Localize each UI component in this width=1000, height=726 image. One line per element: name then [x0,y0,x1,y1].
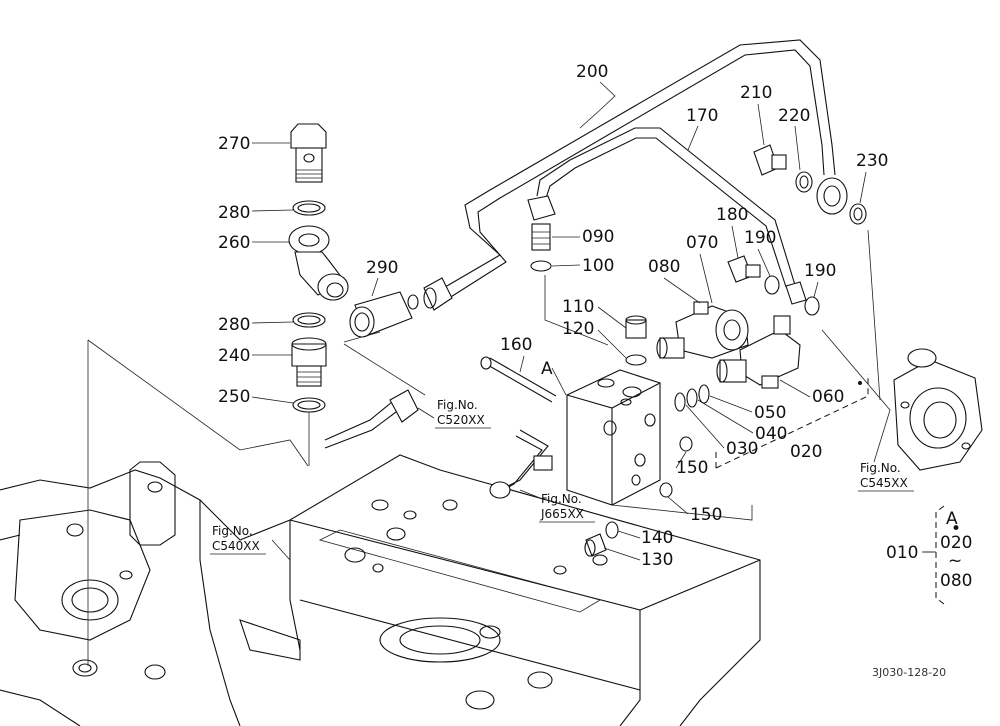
part-label-l230: 230 [856,151,888,171]
part-label-l080: 080 [648,257,680,277]
fig-ref-line2: C540XX [212,539,260,553]
pipe-170 [527,127,807,305]
fig-ref-j665: Fig.No.J665XX [539,492,595,523]
banjo-end-200 [816,177,848,215]
housing-c545 [893,348,983,471]
transmission-case [0,454,761,726]
bolt-180 [727,255,761,283]
fig-ref-line1: Fig.No. [212,524,253,538]
group-020-outline [715,374,869,469]
fitting-090 [531,223,551,251]
oring-120 [625,354,647,366]
solenoid-valve-070 [656,305,749,359]
range-from: 020 [940,533,972,553]
gasket-250 [292,397,326,413]
part-labels: 270 280 260 280 240 250 290 200 170 210 220 230 090 1… [218,62,918,570]
part-label-l180: 180 [716,205,748,225]
oring-150a [679,436,693,452]
plug-110 [625,315,647,339]
fig-ref-c545: Fig.No.C545XX [858,461,914,492]
bolt-160 [480,356,557,403]
fig-ref-line2: C545XX [860,476,908,490]
part-label-l030: 030 [726,439,758,459]
oring-150b [659,482,673,498]
part-label-l010: 010 [886,543,918,563]
gasket-190a [764,275,780,295]
elbow-fitting-290 [343,291,419,343]
part-label-l190a: 190 [744,228,776,248]
bolt-210 [753,144,787,176]
fig-ref-c520: Fig.No.C520XX [435,398,491,429]
group-A-outline [611,504,753,521]
range-text: A • 020 ~ 080 [940,509,972,591]
part-label-l150a: 150 [676,458,708,478]
part-label-l110: 110 [562,297,594,317]
part-label-l280a: 280 [218,203,250,223]
leader-lines [87,81,934,666]
part-label-l050: 050 [754,403,786,423]
range-top: A [946,509,958,529]
part-label-l120: 120 [562,319,594,339]
gasket-190b [804,296,820,316]
part-label-l250: 250 [218,387,250,407]
oring-140 [605,521,619,539]
bolt-080 [693,301,709,315]
gasket-280-upper [292,200,326,216]
range-tilde: ~ [948,551,962,571]
fig-ref-line1: Fig.No. [541,492,582,506]
banjo-elbow-260 [288,225,349,301]
part-label-l290: 290 [366,258,398,278]
part-label-l270: 270 [218,134,250,154]
gasket-220 [795,171,813,193]
solenoid-valve-060 [716,315,801,389]
orings-030-040-050 [674,384,710,412]
adapter-240 [291,337,327,387]
range-to: 080 [940,571,972,591]
part-label-l060: 060 [812,387,844,407]
fig-ref-c540: Fig.No.C540XX [210,524,266,555]
part-label-l070: 070 [686,233,718,253]
hose-j665 [489,429,553,499]
part-label-lA: A [541,359,553,379]
valve-block-A [566,369,661,506]
part-label-l190b: 190 [804,261,836,281]
part-label-l090: 090 [582,227,614,247]
part-label-l130: 130 [641,550,673,570]
range-dot: • [951,519,961,539]
banjo-bolt-270 [290,123,327,183]
pipe-200 [423,39,836,311]
part-label-l150b: 150 [690,505,722,525]
range-bracket [922,505,945,605]
fig-ref-line2: C520XX [437,413,485,427]
part-label-l210: 210 [740,83,772,103]
part-label-l020: 020 [790,442,822,462]
part-label-l160: 160 [500,335,532,355]
part-label-l240: 240 [218,346,250,366]
hose-c520 [324,389,419,449]
gasket-280-lower [292,312,326,328]
fig-ref-line1: Fig.No. [437,398,478,412]
part-label-l040: 040 [755,424,787,444]
gasket-230 [849,203,867,225]
oring-100 [530,260,552,272]
part-label-l260: 260 [218,233,250,253]
drawing-code: 3J030-128-20 [872,666,946,679]
part-label-l200: 200 [576,62,608,82]
fig-ref-line1: Fig.No. [860,461,901,475]
part-label-l100: 100 [582,256,614,276]
plug-130 [584,533,607,557]
part-label-l280b: 280 [218,315,250,335]
figure-references: Fig.No.C520XXFig.No.C545XXFig.No.J665XXF… [210,398,914,555]
part-label-l170: 170 [686,106,718,126]
part-label-l220: 220 [778,106,810,126]
part-label-l140: 140 [641,528,673,548]
fig-ref-line2: J665XX [540,507,584,521]
